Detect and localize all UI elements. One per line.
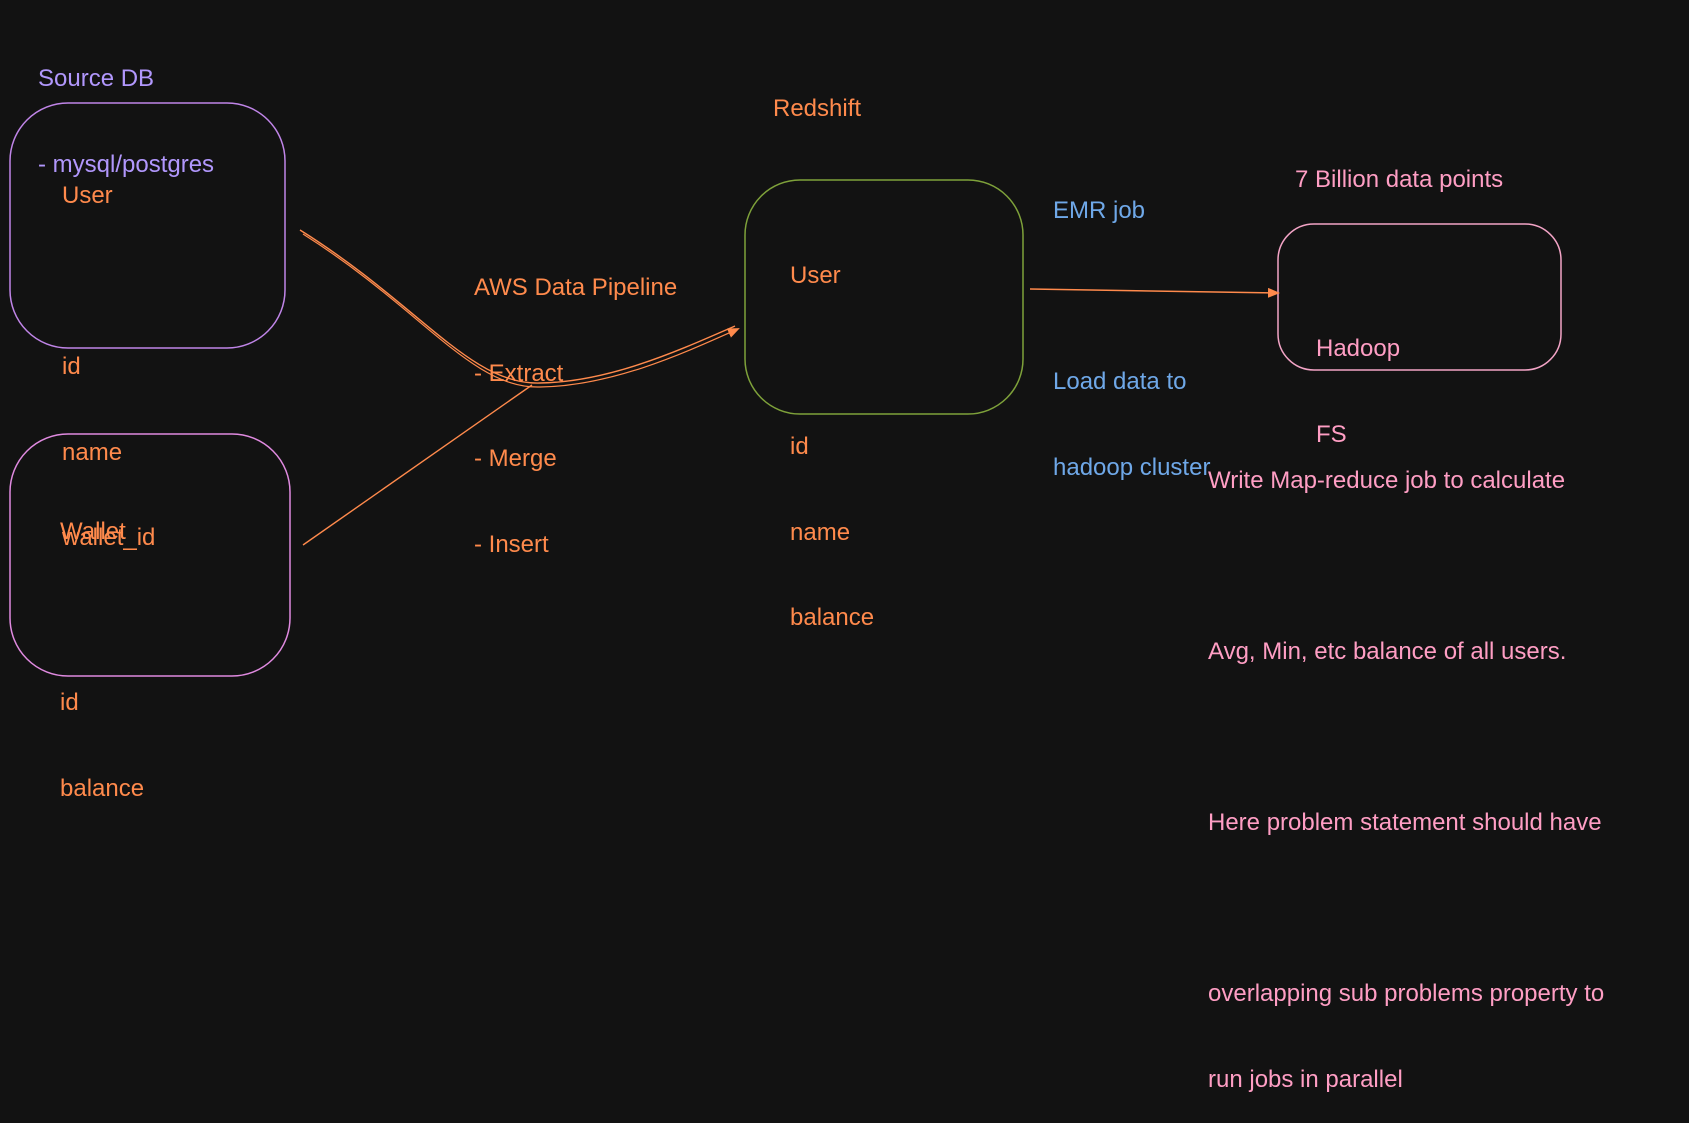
emr-title: EMR job: [1053, 197, 1146, 224]
pipeline-step: - Insert: [474, 530, 549, 558]
redshift-user-box[interactable]: [744, 179, 1024, 415]
pipeline-step: - Extract: [474, 359, 564, 387]
user-to-pipeline-connector: [299, 229, 736, 384]
source-db-title: Source DB: [38, 65, 155, 92]
redshift-user-field: name: [790, 518, 851, 546]
source-user-field: wallet_id: [62, 524, 156, 551]
hadoop-line: Hadoop: [1316, 335, 1401, 362]
source-db-label: Source DB - mysql/postgres: [38, 8, 214, 208]
redshift-user-table-name: User: [790, 262, 841, 289]
emr-line: Load data to: [1053, 368, 1187, 395]
note-line: Avg, Min, etc balance of all users.: [1208, 638, 1567, 665]
source-wallet-table-name: Wallet: [60, 518, 126, 545]
emr-line: hadoop cluster: [1053, 453, 1211, 481]
source-wallet-box[interactable]: [9, 433, 291, 677]
pipeline-label: AWS Data Pipeline - Extract - Merge - In…: [474, 217, 677, 588]
source-wallet-table: Wallet id balance: [60, 461, 144, 832]
diagram-canvas: [9, 102, 1562, 677]
source-user-field: id: [62, 353, 81, 380]
redshift-title: Redshift: [773, 95, 862, 122]
emr-label: EMR job Load data to hadoop cluster: [1053, 140, 1210, 511]
redshift-to-hadoop-arrow: [1029, 287, 1280, 298]
source-user-field: name: [62, 438, 123, 466]
hadoop-caption: 7 Billion data points: [1295, 166, 1504, 193]
source-user-table-name: User: [62, 182, 113, 209]
source-wallet-field: balance: [60, 774, 145, 802]
pipeline-step: - Merge: [474, 445, 557, 472]
notes-block: Write Map-reduce job to calculate Avg, M…: [1208, 410, 1604, 1123]
note-line: Write Map-reduce job to calculate: [1208, 467, 1566, 494]
source-db-subtitle: - mysql/postgres: [38, 150, 215, 178]
pipeline-title: AWS Data Pipeline: [474, 274, 678, 301]
source-wallet-field: id: [60, 689, 79, 716]
hadoop-label: Hadoop FS: [1316, 278, 1400, 478]
hadoop-line: FS: [1316, 420, 1347, 448]
redshift-user-field: balance: [790, 604, 875, 631]
wallet-to-pipeline-connector: [302, 384, 533, 546]
note-line: overlapping sub problems property to: [1208, 980, 1605, 1007]
user-to-pipeline-connector-shadow: [302, 233, 740, 388]
redshift-user-field: id: [790, 433, 809, 460]
source-user-table: User id name wallet_id: [62, 125, 155, 581]
note-line: Here problem statement should have: [1208, 809, 1602, 836]
redshift-user-table: User id name balance: [790, 205, 874, 661]
note-line: run jobs in parallel: [1208, 1065, 1403, 1093]
source-user-box[interactable]: [9, 102, 286, 349]
